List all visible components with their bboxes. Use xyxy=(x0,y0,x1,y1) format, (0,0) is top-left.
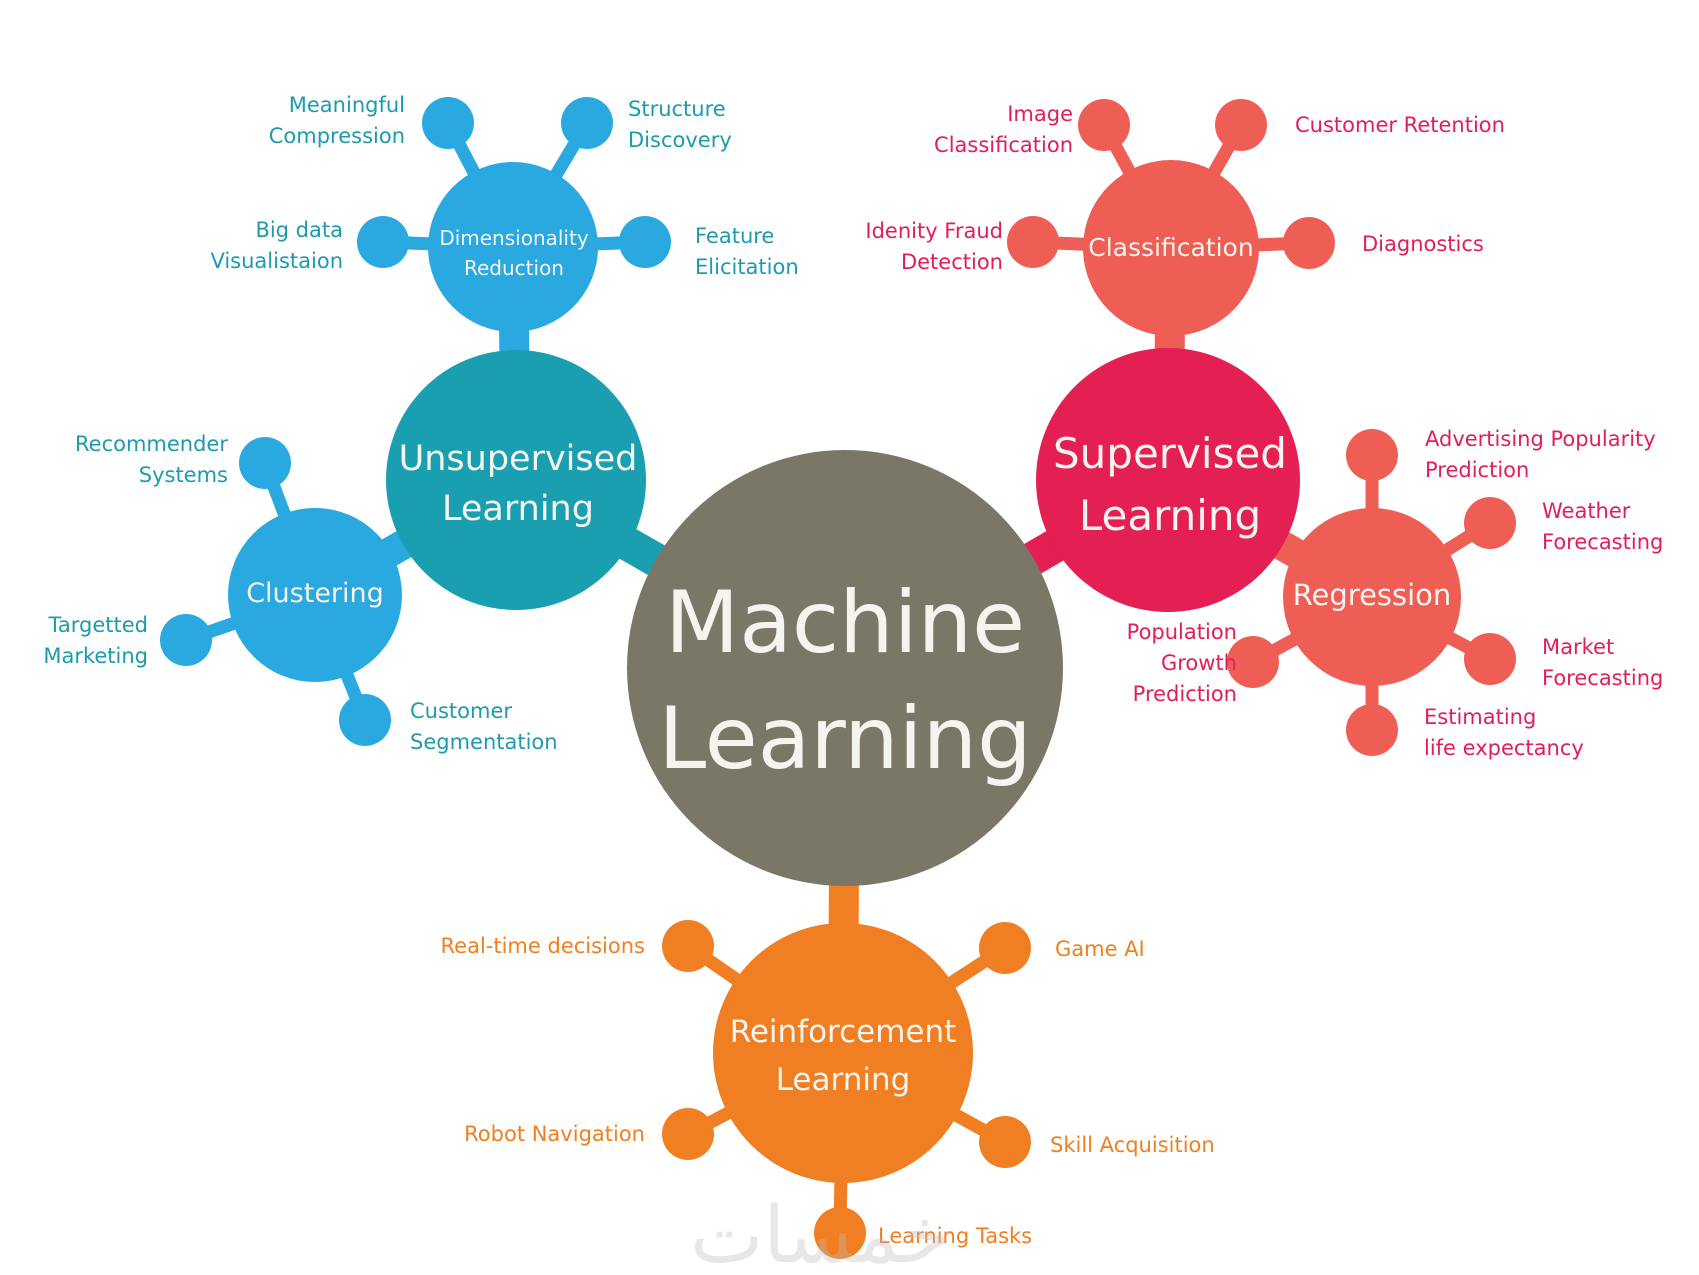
classification-leaf-knob-customer-retention xyxy=(1215,99,1267,151)
dimensionality-leaf-knob-big-data-visualistaion xyxy=(357,216,409,268)
unsupervised-learning-node xyxy=(386,350,646,610)
classification-leaf-label-diagnostics: Diagnostics xyxy=(1362,232,1484,256)
clustering-leaf-knob-targetted-marketing xyxy=(160,614,212,666)
reinforcement-leaf-knob-real-time-decisions xyxy=(662,920,714,972)
regression-leaf-knob-estimating-life-expectancy xyxy=(1346,704,1398,756)
reinforcement-leaf-knob-game-ai xyxy=(979,922,1031,974)
clustering-node xyxy=(228,508,402,682)
unsupervised-title-line1: Unsupervised xyxy=(399,439,638,479)
clustering-leaf-knob-recommender-systems xyxy=(239,437,291,489)
regression-leaf-knob-advertising-popularity-prediction xyxy=(1346,429,1398,481)
reinforcement-title-line2: Learning xyxy=(776,1062,911,1098)
dimensionality-leaf-knob-structure-discovery xyxy=(561,97,613,149)
reinforcement-leaf-knob-robot-navigation xyxy=(662,1108,714,1160)
dimensionality-reduction-title-line2: Reduction xyxy=(464,256,564,280)
regression-node xyxy=(1283,508,1461,686)
unsupervised-title-line2: Learning xyxy=(442,489,594,529)
reinforcement-leaf-label-robot-navigation: Robot Navigation xyxy=(464,1122,645,1146)
classification-leaf-knob-idenity-fraud-detection xyxy=(1007,216,1059,268)
machine-learning-core-node xyxy=(627,450,1063,886)
reinforcement-title-line1: Reinforcement xyxy=(730,1014,957,1050)
supervised-title-line2: Learning xyxy=(1079,491,1261,540)
regression-leaf-knob-population-growth-prediction xyxy=(1227,636,1279,688)
clustering-title: Clustering xyxy=(246,578,384,609)
regression-leaf-knob-market-forecasting xyxy=(1464,633,1516,685)
reinforcement-leaf-knob-learning-tasks xyxy=(814,1207,866,1259)
dimensionality-leaf-knob-feature-elicitation xyxy=(619,216,671,268)
regression-title: Regression xyxy=(1293,578,1452,612)
clustering-leaf-knob-customer-segmentation xyxy=(339,694,391,746)
core-title-line2: Learning xyxy=(658,689,1031,789)
dimensionality-reduction-title-line1: Dimensionality xyxy=(439,226,589,250)
classification-leaf-knob-diagnostics xyxy=(1283,217,1335,269)
classification-leaf-knob-image-classification xyxy=(1078,99,1130,151)
reinforcement-leaf-label-game-ai: Game AI xyxy=(1055,937,1145,961)
regression-leaf-knob-weather-forecasting xyxy=(1464,497,1516,549)
reinforcement-leaf-knob-skill-acquisition xyxy=(979,1116,1031,1168)
core-title-line1: Machine xyxy=(665,573,1025,673)
dimensionality-reduction-node xyxy=(428,162,598,332)
reinforcement-leaf-label-real-time-decisions: Real-time decisions xyxy=(441,934,645,958)
reinforcement-leaf-label-skill-acquisition: Skill Acquisition xyxy=(1050,1133,1215,1157)
nodes xyxy=(160,97,1516,1259)
reinforcement-learning-node xyxy=(713,923,973,1183)
watermark: خمسات xyxy=(690,1191,950,1275)
reinforcement-leaf-label-learning-tasks: Learning Tasks xyxy=(878,1224,1032,1248)
classification-leaf-label-customer-retention: Customer Retention xyxy=(1295,113,1505,137)
classification-title: Classification xyxy=(1088,233,1253,262)
classification-node xyxy=(1083,160,1259,336)
dimensionality-leaf-knob-meaningful-compression xyxy=(422,97,474,149)
supervised-learning-node xyxy=(1036,348,1300,612)
supervised-title-line1: Supervised xyxy=(1053,429,1287,478)
